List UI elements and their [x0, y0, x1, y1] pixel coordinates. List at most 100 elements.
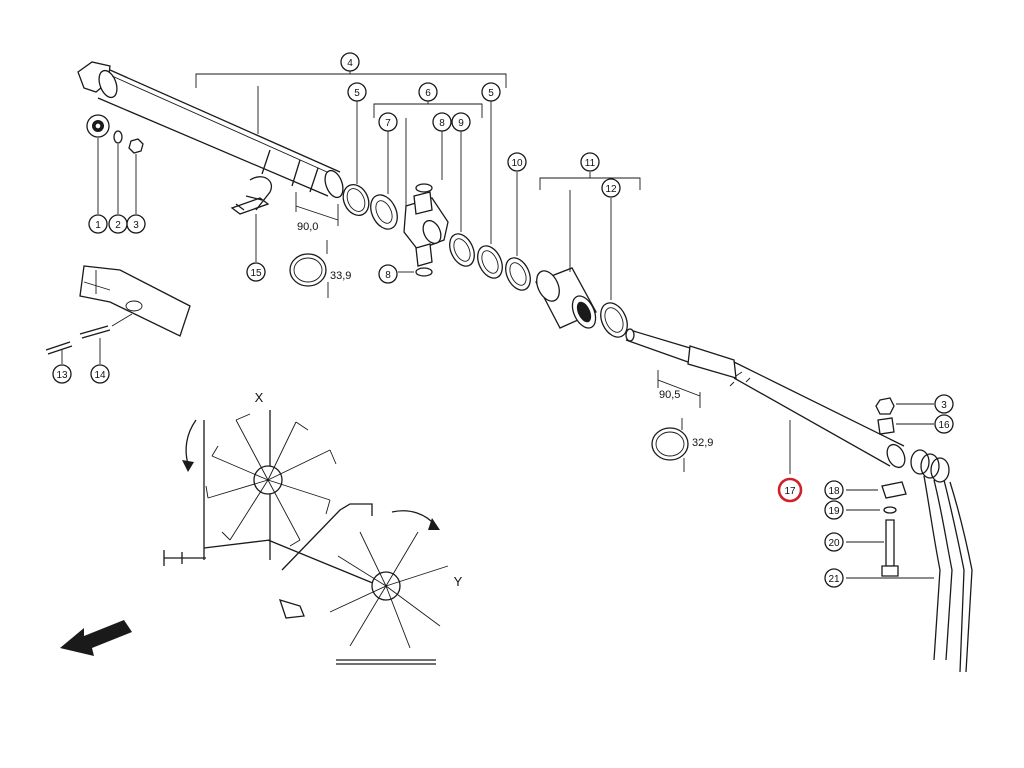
svg-text:5: 5 [354, 88, 360, 99]
callout-18[interactable]: 18 [824, 480, 844, 500]
svg-text:4: 4 [347, 58, 353, 69]
bushing-7 [370, 194, 398, 230]
callout-2[interactable]: 2 [108, 214, 128, 234]
rotation-arrowhead-y [428, 518, 440, 530]
dimension-90-0-marks [295, 192, 339, 298]
svg-text:19: 19 [828, 506, 840, 517]
housing-top-boss [413, 191, 433, 215]
svg-text:13: 13 [56, 370, 68, 381]
svg-text:6: 6 [425, 88, 431, 99]
nut-part-3 [128, 138, 144, 154]
leader-18-21 [846, 489, 934, 579]
svg-text:21: 21 [828, 574, 840, 585]
shaft-stub [625, 329, 691, 363]
ring-9-inner [453, 238, 471, 262]
snap-ring-inner [293, 257, 323, 283]
hitch-bar [163, 550, 206, 566]
sleeve-flange [536, 270, 560, 302]
spring-tine-21 [910, 449, 973, 673]
callout-21[interactable]: 21 [824, 568, 844, 588]
ring-10-inner [509, 262, 527, 286]
pin-part-14 [79, 325, 111, 339]
callout-5-right[interactable]: 5 [481, 82, 501, 102]
callout-17-highlighted[interactable]: 17 [777, 477, 803, 503]
left-arm-tube [77, 61, 344, 199]
tube-holes [729, 371, 751, 387]
inset-detail-lines [83, 270, 111, 294]
callout-20[interactable]: 20 [824, 532, 844, 552]
shaft-collar [687, 345, 737, 379]
svg-text:3: 3 [941, 400, 947, 411]
swivel-housing [398, 118, 449, 277]
callout-6[interactable]: 6 [418, 82, 438, 102]
callout-12[interactable]: 12 [601, 178, 621, 198]
inset-fork-body [79, 265, 191, 337]
sleeve-end-shade [576, 301, 592, 323]
callout-8-bottom[interactable]: 8 [378, 264, 398, 284]
callout-7[interactable]: 7 [378, 112, 398, 132]
callout-8-top[interactable]: 8 [432, 112, 452, 132]
callout-19[interactable]: 19 [824, 500, 844, 520]
grease-nipple-top-8 [415, 183, 433, 193]
bearing-sleeve [535, 190, 597, 329]
callout-15[interactable]: 15 [246, 262, 266, 282]
tine-leg-b [943, 479, 973, 673]
tube-step-lines [261, 149, 319, 193]
svg-text:14: 14 [94, 370, 106, 381]
callout-11[interactable]: 11 [580, 152, 600, 172]
dim-lines-1 [295, 192, 339, 226]
callout-9[interactable]: 9 [451, 112, 471, 132]
washer-part-19 [883, 506, 897, 514]
callout-5-left[interactable]: 5 [347, 82, 367, 102]
bearing-bore [94, 122, 102, 130]
bolt-part-20 [885, 519, 895, 567]
dimension-text-90-5: 90,5 [659, 389, 680, 401]
tube-open-end [324, 169, 344, 199]
housing-bottom-boss [415, 243, 433, 267]
svg-text:7: 7 [385, 118, 391, 129]
snap-ring-outer [289, 253, 327, 287]
inset-detail [45, 265, 191, 364]
svg-text:12: 12 [605, 184, 617, 195]
leader-3-16 [896, 403, 934, 425]
svg-text:8: 8 [439, 118, 445, 129]
coil-3 [930, 457, 950, 483]
parts-1-2-3-left [86, 114, 144, 214]
callout-14[interactable]: 14 [90, 364, 110, 384]
view-label-x: X [255, 390, 264, 405]
snap-ring-32-9 [651, 427, 689, 461]
rotor-y-gearbox [278, 599, 305, 619]
svg-text:1: 1 [95, 220, 101, 231]
leader-1-2-3 [97, 138, 137, 214]
rotor-y-base [336, 659, 436, 665]
rotor-y [267, 503, 449, 665]
callout-bubbles: 1 2 3 4 5 5 6 7 8 8 9 10 11 12 13 14 15 … [52, 52, 954, 588]
svg-text:9: 9 [458, 118, 464, 129]
callout-13[interactable]: 13 [52, 364, 72, 384]
plate-part-18 [881, 481, 907, 499]
callout-3-right[interactable]: 3 [934, 394, 954, 414]
svg-text:16: 16 [938, 420, 950, 431]
callout-10[interactable]: 10 [507, 152, 527, 172]
view-label-y: Y [454, 574, 463, 589]
leader-13-14 [61, 313, 133, 364]
bushing-7-inner [375, 200, 393, 224]
callout-16[interactable]: 16 [934, 414, 954, 434]
rotor-y-arms [329, 531, 449, 649]
callout-1[interactable]: 1 [88, 214, 108, 234]
nut-part-3-right [875, 397, 895, 415]
rotation-arrowhead-x [182, 460, 194, 472]
callout-4[interactable]: 4 [340, 52, 360, 72]
coil-1 [910, 449, 930, 475]
rotation-arrow-y [391, 510, 437, 527]
bearing-12-inner [604, 307, 624, 333]
dim-ticks-2 [326, 240, 329, 298]
snap-ring-33-9 [289, 253, 327, 287]
tube-end-cap [98, 69, 118, 99]
callout-3-left[interactable]: 3 [126, 214, 146, 234]
svg-text:3: 3 [133, 220, 139, 231]
ring-9 [449, 233, 475, 267]
clip-body [235, 176, 273, 211]
